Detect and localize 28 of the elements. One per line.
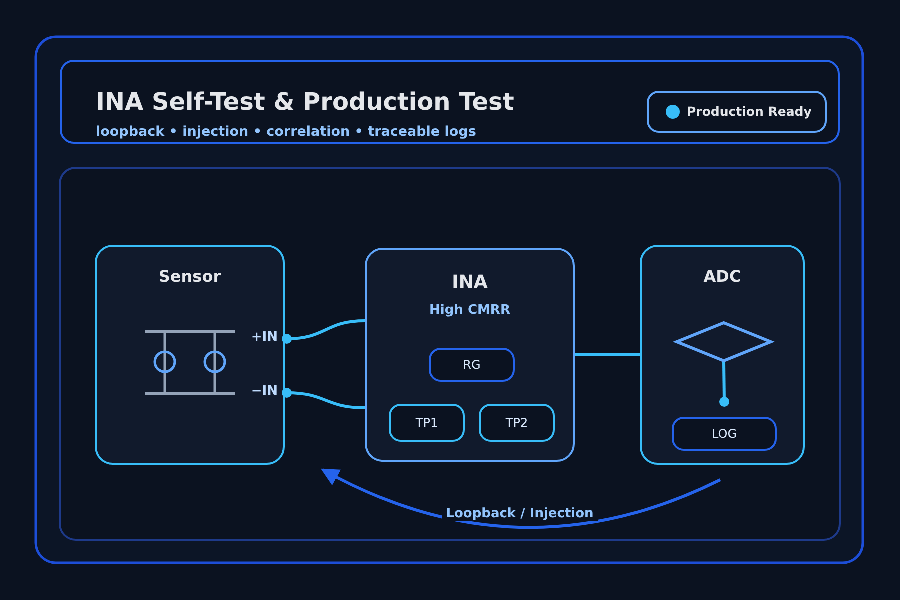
block-title: Sensor bbox=[158, 267, 222, 286]
connector-line bbox=[575, 354, 640, 356]
box-label: TP1 bbox=[414, 415, 440, 432]
block-subtitle: High CMRR bbox=[428, 303, 512, 318]
connector-line bbox=[282, 320, 366, 344]
ina-block bbox=[365, 248, 575, 462]
resistor-box bbox=[429, 348, 515, 382]
header-panel bbox=[60, 60, 840, 144]
box-label: LOG bbox=[710, 426, 738, 443]
title: INA Self-Test & Production Test bbox=[96, 88, 514, 116]
box-label: TP2 bbox=[504, 415, 530, 432]
edge-label: Loopback / Injection bbox=[442, 506, 598, 522]
badge-label: Production Ready bbox=[687, 104, 812, 119]
pin-label: +IN bbox=[251, 330, 278, 345]
log-box bbox=[672, 417, 777, 451]
status-badge bbox=[647, 91, 827, 133]
box-label: RG bbox=[462, 357, 482, 374]
block-title: ADC bbox=[702, 267, 742, 286]
block-title: INA bbox=[451, 272, 489, 293]
pin-label: −IN bbox=[251, 384, 278, 399]
subtitle: loopback • injection • correlation • traceable logs bbox=[96, 124, 476, 140]
connector-line bbox=[720, 362, 730, 407]
test-point-box bbox=[389, 404, 465, 442]
sensor-block bbox=[95, 245, 285, 465]
feedback-arrow bbox=[321, 468, 722, 529]
test-point-box bbox=[479, 404, 555, 442]
connector-line bbox=[282, 388, 366, 410]
adc-block bbox=[640, 245, 805, 465]
